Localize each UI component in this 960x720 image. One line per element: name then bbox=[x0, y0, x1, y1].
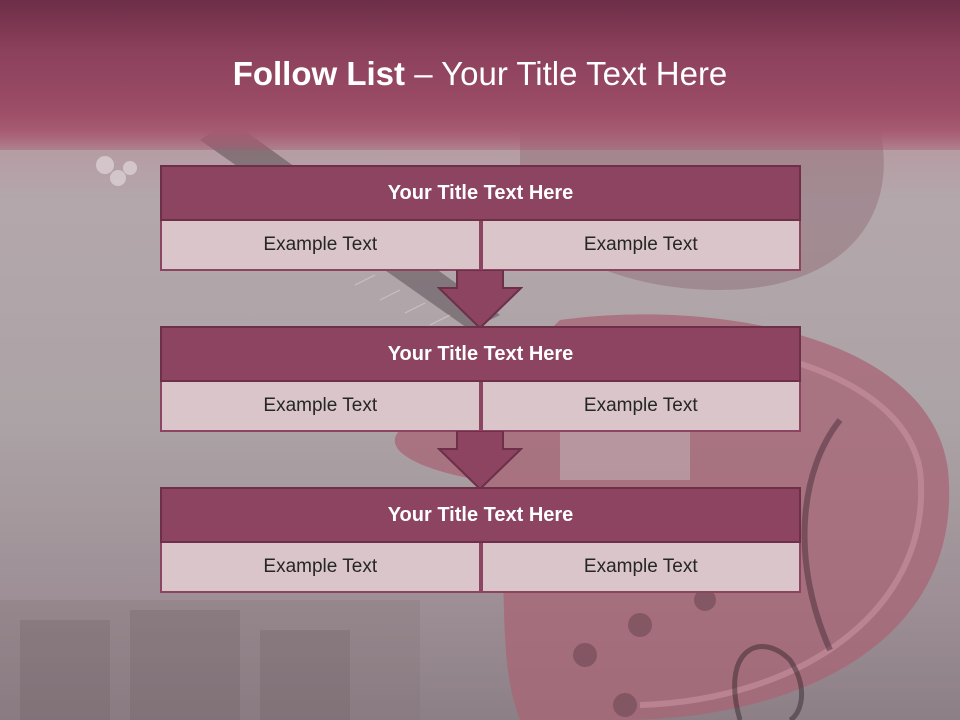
block-title: Your Title Text Here bbox=[160, 165, 801, 221]
block-title: Your Title Text Here bbox=[160, 326, 801, 382]
block-cell-left: Example Text bbox=[160, 382, 481, 432]
slide-title-bold: Follow List bbox=[232, 55, 406, 92]
list-block-1: Your Title Text Here Example Text Exampl… bbox=[160, 165, 801, 271]
block-cell-right: Example Text bbox=[480, 382, 801, 432]
down-arrow-icon bbox=[437, 431, 523, 491]
slide-title: Follow List – Your Title Text Here bbox=[0, 55, 960, 93]
list-block-3: Your Title Text Here Example Text Exampl… bbox=[160, 487, 801, 593]
list-block-2: Your Title Text Here Example Text Exampl… bbox=[160, 326, 801, 432]
down-arrow-icon bbox=[437, 270, 523, 330]
block-cell-left: Example Text bbox=[160, 543, 481, 593]
block-title: Your Title Text Here bbox=[160, 487, 801, 543]
block-row: Example Text Example Text bbox=[160, 221, 801, 271]
slide-title-rest: – Your Title Text Here bbox=[405, 55, 728, 92]
block-row: Example Text Example Text bbox=[160, 543, 801, 593]
block-row: Example Text Example Text bbox=[160, 382, 801, 432]
block-cell-left: Example Text bbox=[160, 221, 481, 271]
block-cell-right: Example Text bbox=[480, 221, 801, 271]
header-band bbox=[0, 0, 960, 150]
block-cell-right: Example Text bbox=[480, 543, 801, 593]
